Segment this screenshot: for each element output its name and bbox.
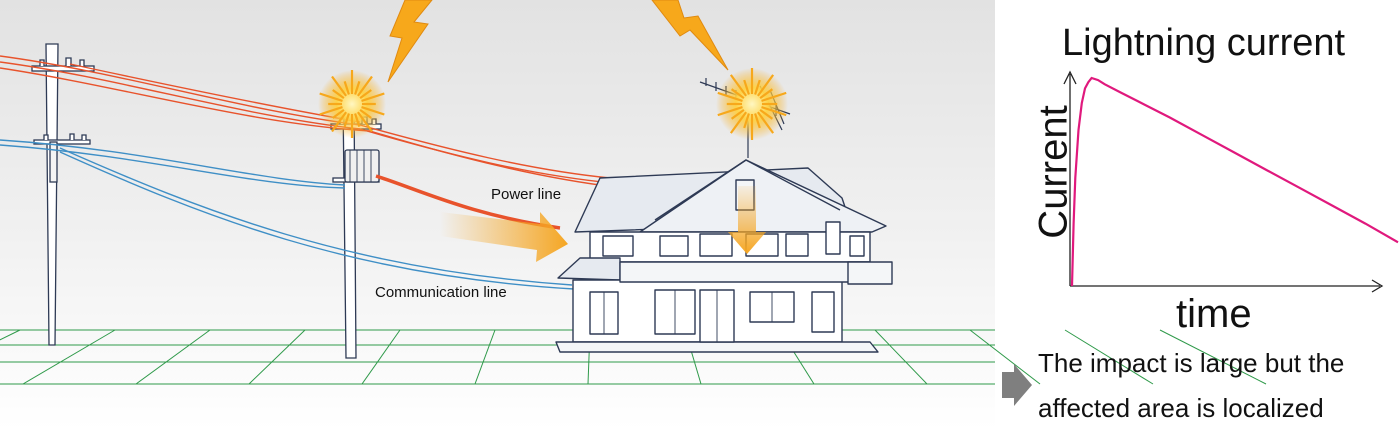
flash-ray [754,113,761,129]
flash-ray [729,111,748,134]
flash-ray [743,79,750,95]
strike-flash-pole [318,70,386,138]
flash-ray [729,74,748,97]
grid-line [874,329,928,385]
flash-ray [730,108,745,120]
house [555,159,893,353]
right-arrow-icon [1002,364,1032,406]
flash-ray [319,106,343,116]
grid-line [969,329,1041,385]
flash-ray [743,113,750,129]
strike-flash-antenna [716,68,788,140]
flash-ray [761,91,787,102]
transformer-icon [344,149,380,183]
flash-ray [759,88,774,100]
flash-ray [332,89,345,100]
grid-line [248,329,306,385]
flash-ray [354,81,361,95]
grid-line [1064,329,1154,385]
lightning-bolt-icon [387,0,433,83]
flash-ray [331,111,348,133]
grid-line [474,329,496,385]
flash-ray [717,106,743,117]
communication-lines [0,139,575,290]
flash-ray [359,108,372,119]
impact-note-line-1: The impact is large but the [1038,348,1345,378]
y-axis-arrow-icon [1063,70,1077,85]
flash-ray [343,81,350,95]
flash-ray [356,111,373,133]
flash-ray [354,113,361,127]
grid-line [0,329,21,341]
x-axis-arrow-icon [1371,279,1384,293]
power-line-label: Power line [491,186,562,203]
flash-ray [332,108,345,119]
flash-ray [759,108,774,120]
flash-ray [756,111,775,134]
lightning-current-chart [1063,70,1399,293]
utility-pole-right [330,99,382,359]
communication-line-label: Communication line [375,284,507,301]
flash-ray [361,106,385,116]
x-axis-label: time [1176,292,1252,336]
flash-ray [319,92,343,102]
flash-ray [730,88,745,100]
flash-ray [343,113,350,127]
flash-ray [331,75,348,97]
grid-line [361,329,401,385]
flash-ray [761,106,787,117]
flash-ray [717,91,743,102]
flash-ray [754,79,761,95]
flash-ray [359,89,372,100]
y-axis-label: Current [1031,105,1076,239]
grid-line [135,329,211,385]
current-waveform-line [1070,76,1399,287]
impact-note-line-2: affected area is localized [1038,393,1324,423]
flash-ray [361,92,385,102]
grid-line [1159,329,1267,385]
surge-arrow-antenna-icon [728,186,766,254]
chart-title: Lightning current [1062,22,1346,64]
surge-arrow-power-icon [440,212,568,262]
flash-ray [756,74,775,97]
flash-ray [356,75,373,97]
grid-line [22,329,116,385]
power-lines [0,55,616,230]
lightning-bolt-icon [651,0,729,71]
